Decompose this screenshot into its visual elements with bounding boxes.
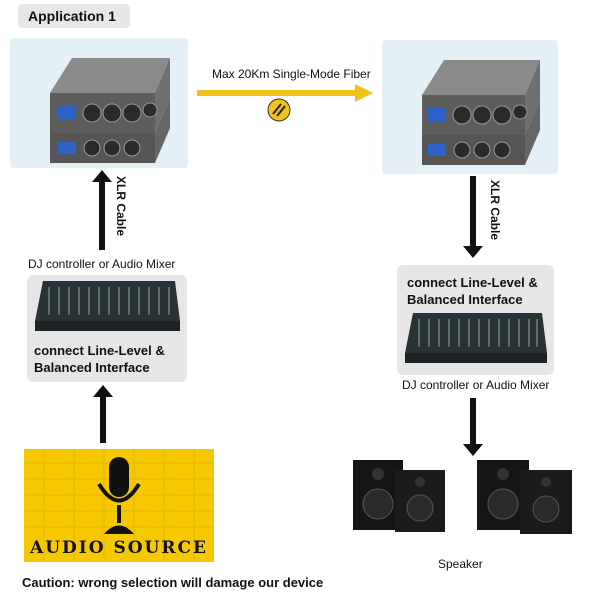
fiber-converter-left-panel (10, 38, 188, 168)
speakers-image (353, 460, 572, 534)
speaker-down-arrow (463, 398, 483, 456)
fiber-arrow (197, 84, 373, 122)
speaker-label: Speaker (438, 557, 483, 571)
mixer-left-note-line1: connect Line-Level & (34, 343, 165, 358)
audio-source-panel: AUDIO SOURCE (24, 449, 214, 562)
audio-mixer-right-image (405, 313, 547, 363)
audio-source-text: AUDIO SOURCE (30, 538, 208, 558)
xlr-down-arrow (463, 176, 483, 258)
mixer-right-panel: connect Line-Level & Balanced Interface (397, 265, 554, 375)
mixer-right-note-line2: Balanced Interface (407, 292, 523, 307)
fiber-link-icon (267, 98, 291, 122)
mixer-right-caption: DJ controller or Audio Mixer (402, 378, 550, 392)
audio-up-arrow (93, 385, 113, 443)
xlr-cable-right-label: XLR Cable (488, 180, 502, 241)
fiber-converter-right-image (422, 60, 540, 165)
microphone-icon (24, 449, 214, 562)
speaker-pair-left (353, 460, 445, 532)
fiber-converter-right-panel (382, 40, 558, 174)
mixer-left-note-line2: Balanced Interface (34, 360, 150, 375)
speaker-pair-right (477, 460, 572, 534)
audio-mixer-left-image (35, 281, 180, 331)
xlr-up-arrow (92, 170, 112, 250)
xlr-cable-left-label: XLR Cable (114, 176, 128, 237)
caution-text: Caution: wrong selection will damage our… (22, 575, 324, 590)
fiber-label: Max 20Km Single-Mode Fiber (212, 67, 371, 81)
fiber-converter-left-image (50, 58, 170, 163)
application-tag: Application 1 (18, 4, 130, 28)
mixer-right-note-line1: connect Line-Level & (407, 275, 538, 290)
mixer-left-panel: connect Line-Level & Balanced Interface (27, 275, 187, 382)
mixer-left-caption: DJ controller or Audio Mixer (28, 257, 176, 271)
